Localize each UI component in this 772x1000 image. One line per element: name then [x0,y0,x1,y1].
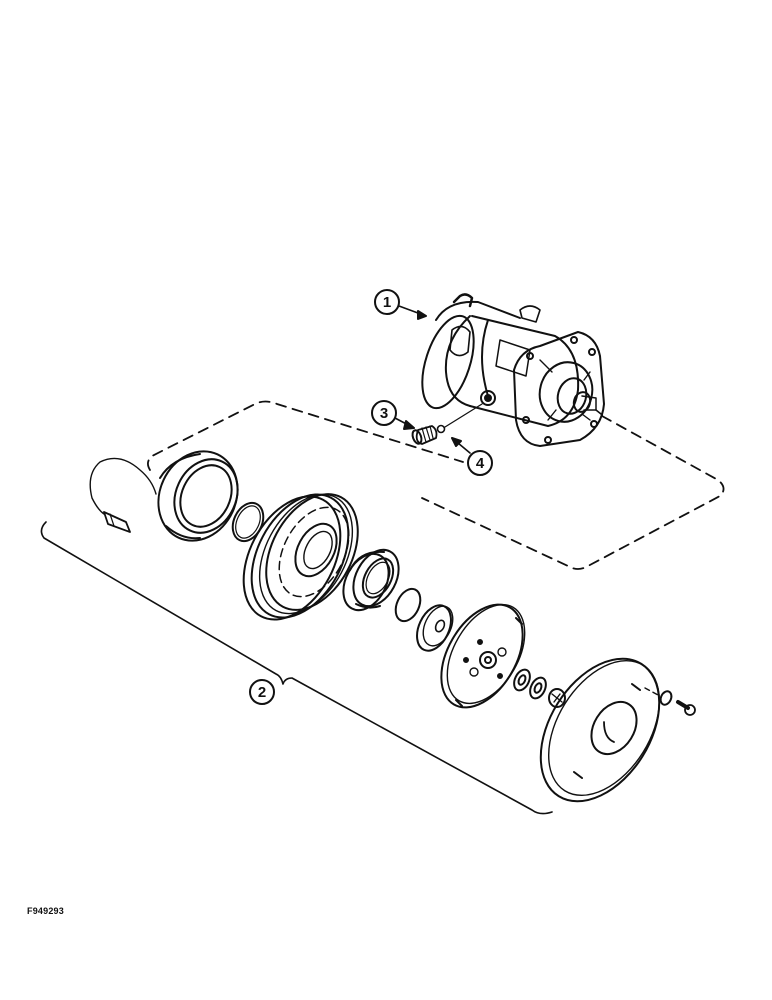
bearing-snap-ring [394,587,422,623]
callout-1-label: 1 [383,294,391,311]
o-ring [436,424,446,434]
field-coil [89,450,239,542]
bracket-line [40,521,553,815]
callout-4 [451,437,493,476]
figure-id: F949293 [27,906,64,916]
clutch-plate [440,603,526,709]
callout-3-label: 3 [380,405,388,422]
snap-ring [231,501,265,543]
relief-valve-plug [411,425,438,445]
callout-2-label: 2 [258,684,266,701]
clutch-cover [539,657,661,803]
dust-shield [416,604,454,652]
callout-3 [371,400,415,430]
bearing [342,548,400,612]
washer [659,690,673,706]
compressor [421,293,605,447]
callout-2 [249,679,275,705]
dashed-outline [147,400,725,570]
shim-washers [513,668,547,700]
bolt [676,700,696,716]
pulley [242,493,359,621]
callout-1 [374,289,427,320]
callout-4-label: 4 [476,455,485,472]
